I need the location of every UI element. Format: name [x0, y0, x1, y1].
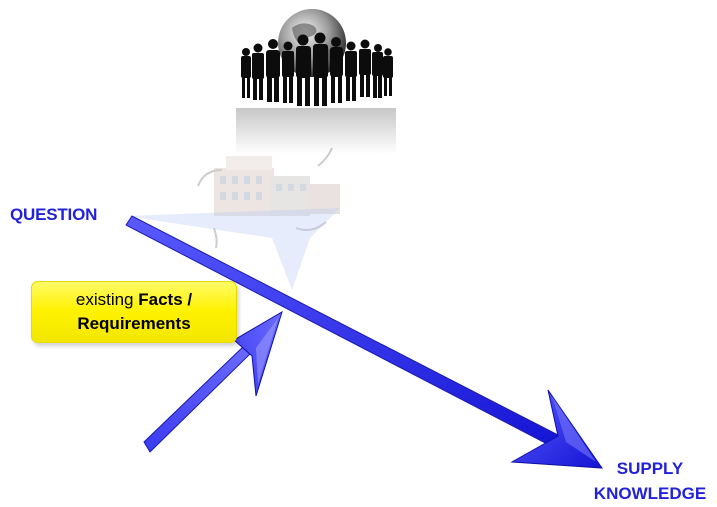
facts-prefix: existing	[75, 290, 134, 309]
office-buildings-icon	[197, 147, 340, 249]
supply-line: SUPPLY	[616, 459, 684, 478]
question-to-knowledge-arrow	[125, 215, 604, 469]
facts-requirements-note: existing Facts / Requirements	[31, 281, 237, 343]
supply-knowledge-label: SUPPLY KNOWLEDGE	[586, 456, 714, 506]
question-label: QUESTION	[10, 205, 98, 224]
facts-bold: Facts /	[138, 290, 193, 309]
knowledge-line: KNOWLEDGE	[593, 484, 707, 503]
facts-line-2: Requirements	[77, 314, 191, 333]
background-arrow-shape	[126, 208, 340, 290]
facts-line-1: existing Facts /	[31, 288, 237, 312]
facts-input-arrow	[143, 310, 283, 453]
business-people-globe-icon	[236, 9, 396, 154]
